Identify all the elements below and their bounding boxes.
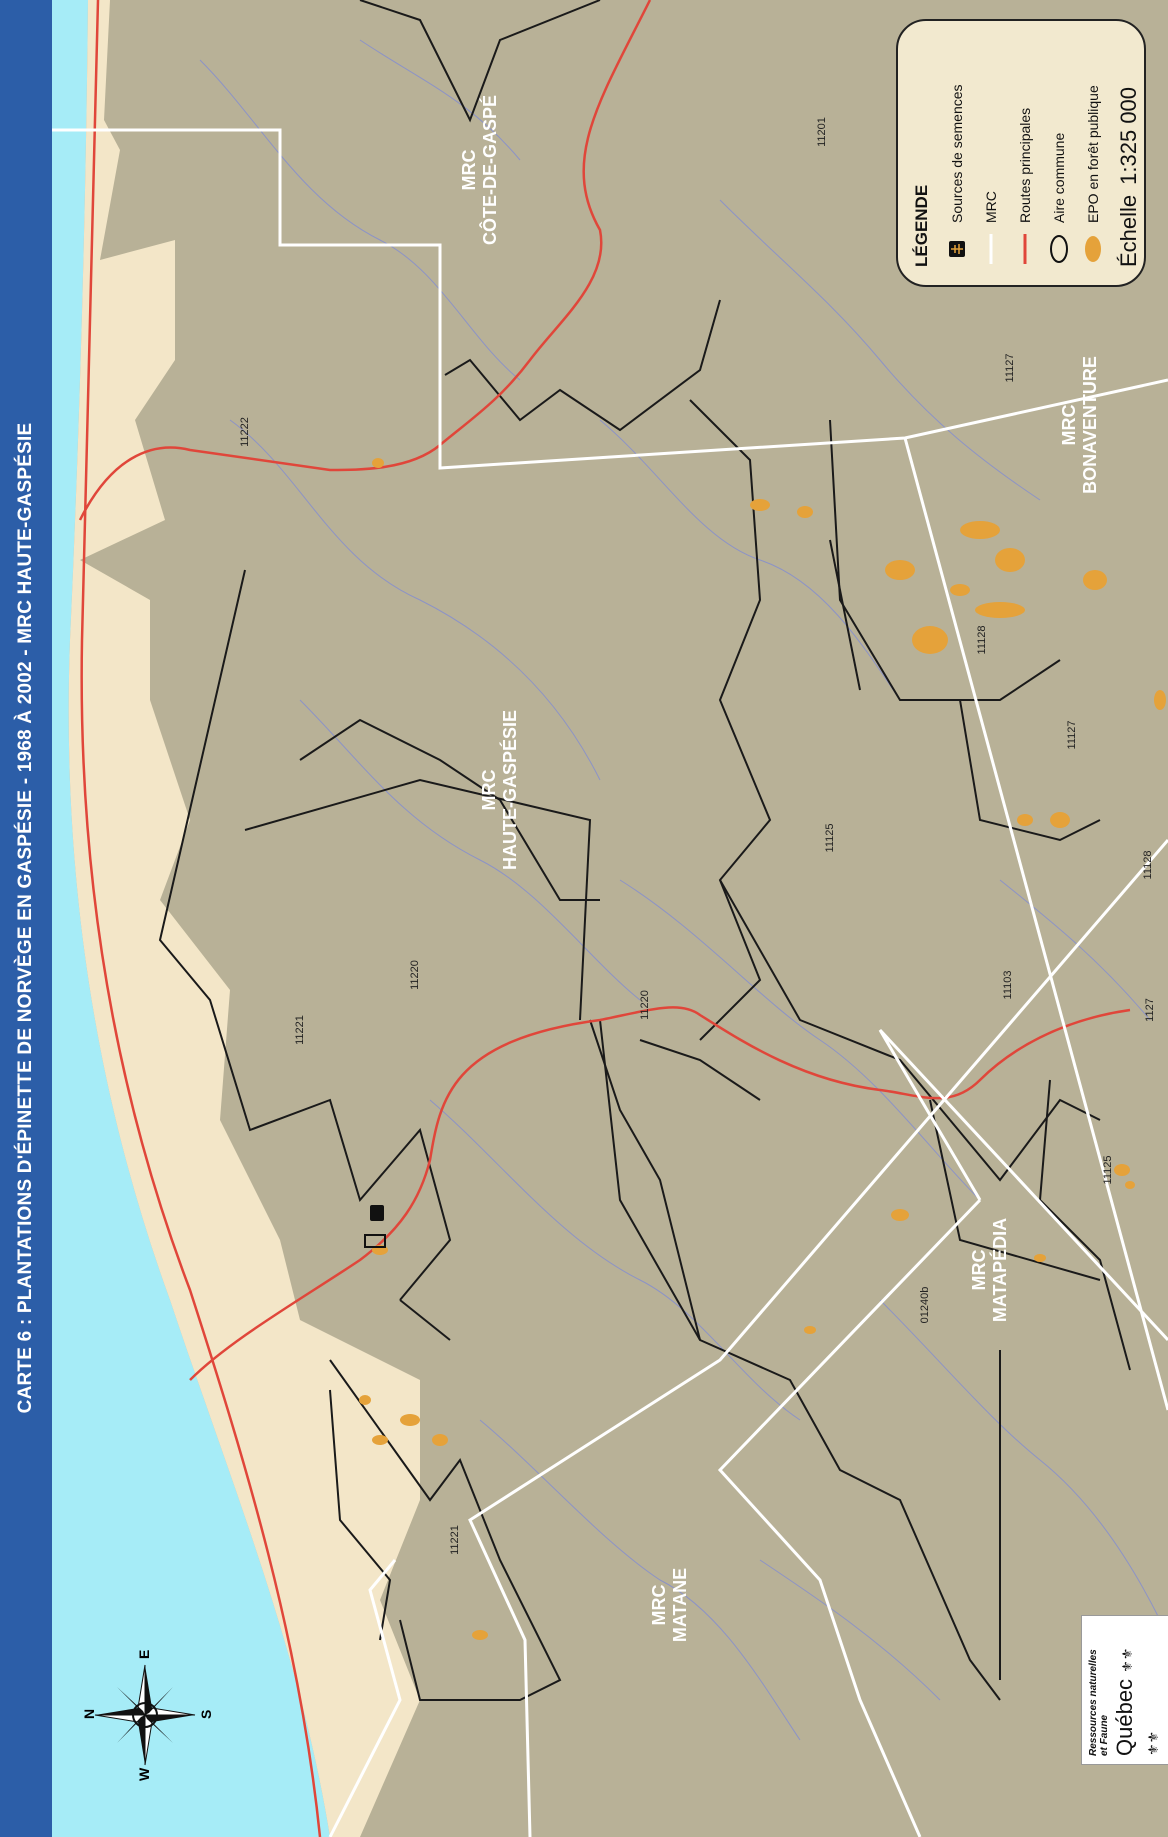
logo-box: Ressources naturelles et Faune Québec ⚜⚜…	[1081, 1615, 1168, 1765]
mrc-line-matapedia-a	[468, 839, 1168, 1837]
mrc-line-coast	[328, 1559, 402, 1837]
unit-code: 11125	[824, 823, 836, 853]
mrc-line-matapedia-b	[878, 1028, 1168, 1342]
quebec-logo: Ressources naturelles et Faune Québec ⚜⚜…	[1078, 1615, 1168, 1765]
common-area-boundaries	[158, 0, 1131, 1701]
compass-w: W	[136, 1767, 152, 1781]
common-area-symbol	[1049, 231, 1069, 267]
unit-code: 11221	[294, 1015, 306, 1045]
unit-code: 11221	[449, 1525, 461, 1555]
mrc-line-bonaventure	[903, 437, 1168, 1411]
main-roads	[78, 0, 1131, 1837]
sea-area	[52, 0, 330, 1837]
scale: Échelle 1:325 000	[1116, 39, 1142, 267]
route-299	[189, 1006, 1131, 1381]
scale-value: 1:325 000	[1116, 86, 1141, 185]
mrc-label-matane: MRC MATANE	[649, 1567, 690, 1643]
mrc-line-matane	[717, 1198, 982, 1837]
scale-label: Échelle	[1116, 194, 1141, 267]
map-title: CARTE 6 : PLANTATIONS D'ÉPINETTE DE NORV…	[15, 422, 36, 1414]
compass-rose-icon: N S E W	[81, 1650, 214, 1781]
legend-box: LÉGENDE Sources de semences MRC Routes p…	[896, 19, 1146, 287]
legend-item: EPO en forêt publique	[1076, 39, 1110, 267]
unit-code: 11220	[639, 990, 651, 1020]
unit-code: 11103	[1002, 970, 1014, 1000]
title-band: CARTE 6 : PLANTATIONS D'ÉPINETTE DE NORV…	[0, 0, 52, 1837]
seed-sources	[364, 1205, 386, 1248]
compass-e: E	[136, 1650, 152, 1659]
mrc-boundaries	[52, 128, 1168, 1837]
unit-code: 11222	[239, 417, 251, 447]
legend-item: Sources de semences	[940, 39, 974, 267]
seed-source-icon	[947, 231, 967, 267]
coastal-road	[80, 0, 322, 1837]
route-132-inland	[78, 0, 652, 521]
epo-patches	[359, 458, 1166, 1640]
compass-rose: N S E W	[70, 1640, 220, 1790]
compass-n: N	[81, 1709, 97, 1719]
legend-item: Aire commune	[1042, 39, 1076, 267]
unit-code: 11220	[409, 960, 421, 990]
legend: LÉGENDE Sources de semences MRC Routes p…	[876, 18, 1166, 288]
mrc-label-cote-de-gaspe: MRC CÔTE-DE-GASPÉ	[459, 94, 500, 246]
unit-code: 11125	[1102, 1155, 1114, 1185]
unit-code: 11127	[1066, 720, 1078, 750]
unit-code: 11128	[976, 625, 988, 655]
compass-s: S	[198, 1710, 214, 1719]
mrc-label-haute-gaspesie: MRC HAUTE-GASPÉSIE	[479, 709, 520, 871]
mrc-label-matapedia: MRC MATAPÉDIA	[969, 1217, 1010, 1323]
coastal-strip	[68, 0, 420, 1837]
unit-code: 11128	[1142, 850, 1154, 880]
unit-code: 01240b	[919, 1286, 931, 1324]
unit-code: 11201	[816, 117, 828, 147]
mrc-label-bonaventure: MRC BONAVENTURE	[1059, 356, 1100, 494]
legend-title: LÉGENDE	[912, 184, 931, 267]
legend-item: MRC	[974, 39, 1008, 267]
legend-item: Routes principales	[1008, 39, 1042, 267]
rivers	[199, 39, 1161, 1741]
unit-code: 11127	[1004, 353, 1016, 383]
epo-patch-symbol	[1083, 231, 1103, 267]
logo-name: Québec ⚜⚜ ⚜⚜	[1112, 1647, 1161, 1756]
mrc-line-symbol	[986, 231, 996, 267]
unit-code: 1127	[1144, 998, 1156, 1022]
road-line-symbol	[1020, 231, 1030, 267]
